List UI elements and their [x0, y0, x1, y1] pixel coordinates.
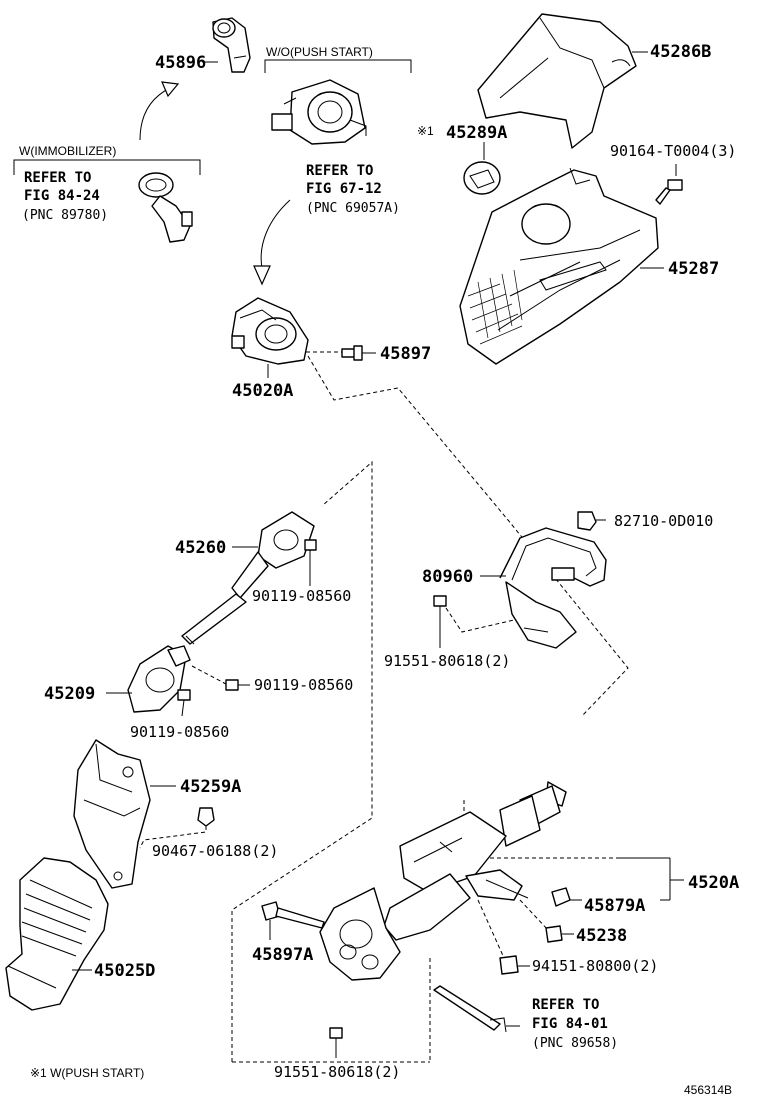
- arrow-down-curve: [260, 199, 291, 269]
- bolt-45897A-drawing: [261, 901, 325, 929]
- screw-91551-a-drawing: [433, 595, 447, 634]
- label-80960: 80960: [422, 567, 473, 587]
- label-45259A: 45259A: [180, 777, 241, 797]
- part-4520A-drawing: [319, 781, 567, 981]
- label-90467: 90467-06188(2): [152, 842, 278, 860]
- bolt-90119-c-drawing: [177, 689, 191, 717]
- nut-94151-drawing: [499, 955, 519, 975]
- nut-45238-drawing: [545, 925, 563, 943]
- arrow-up-head: [161, 81, 180, 98]
- ref-push-start-line1: REFER TO: [306, 163, 373, 179]
- label-45287: 45287: [668, 259, 719, 279]
- part-45289A-drawing: [463, 161, 501, 195]
- part-45025D-drawing: [5, 857, 109, 1011]
- part-45260-drawing: [181, 511, 315, 645]
- bolt-90119-b-drawing: [225, 679, 239, 691]
- label-94151: 94151-80800(2): [532, 957, 658, 975]
- part-80960-drawing: [499, 527, 607, 649]
- ref-immobilizer-line3: (PNC 89780): [22, 208, 108, 223]
- ignition-switch-drawing: [271, 79, 367, 145]
- label-45286B: 45286B: [650, 42, 711, 62]
- group-label-immobilizer: W(IMMOBILIZER): [19, 144, 116, 158]
- label-90119-c: 90119-08560: [130, 723, 229, 741]
- ref-push-start-line3: (PNC 69057A): [306, 201, 400, 216]
- label-91551-b: 91551-80618(2): [274, 1063, 400, 1081]
- group-label-wo-push-start: W/O(PUSH START): [266, 45, 373, 59]
- diagram-id: 456314B: [684, 1083, 732, 1097]
- part-45020A-drawing: [231, 297, 309, 365]
- bolt-45897-drawing: [341, 345, 363, 361]
- part-45259A-drawing: [73, 739, 151, 889]
- mark-45289A: ※1: [417, 124, 434, 138]
- label-90164: 90164-T0004(3): [610, 142, 736, 160]
- label-45209: 45209: [44, 684, 95, 704]
- ref-lower-line2: FIG 84-01: [532, 1016, 608, 1032]
- lower-bracket-drawing: [433, 985, 507, 1033]
- bolt-90119-a-drawing: [304, 539, 317, 572]
- label-45289A: 45289A: [446, 123, 507, 143]
- clip-90467-drawing: [197, 807, 215, 827]
- label-90119-b: 90119-08560: [254, 676, 353, 694]
- part-45896-drawing: [212, 17, 251, 73]
- label-45896: 45896: [155, 53, 206, 73]
- ref-immobilizer-line2: FIG 84-24: [24, 188, 100, 204]
- ref-immobilizer-line1: REFER TO: [24, 170, 91, 186]
- ref-lower-line3: (PNC 89658): [532, 1036, 618, 1051]
- arrow-down-head: [253, 265, 271, 286]
- label-45897A: 45897A: [252, 945, 313, 965]
- screw-91551-b-drawing: [329, 1027, 343, 1058]
- label-45879A: 45879A: [584, 896, 645, 916]
- label-4520A: 4520A: [688, 873, 739, 893]
- ref-lower-line1: REFER TO: [532, 997, 599, 1013]
- label-45897: 45897: [380, 344, 431, 364]
- part-45287-drawing: [459, 167, 659, 365]
- label-91551-a: 91551-80618(2): [384, 652, 510, 670]
- immobilizer-coil-drawing: [138, 172, 193, 243]
- label-45020A: 45020A: [232, 381, 293, 401]
- arrow-up-curve: [139, 87, 171, 141]
- nut-45879A-drawing: [551, 887, 571, 907]
- label-45238: 45238: [576, 926, 627, 946]
- part-82710-drawing: [577, 511, 606, 531]
- footnote: ※1 W(PUSH START): [30, 1066, 144, 1080]
- ref-push-start-line2: FIG 67-12: [306, 181, 382, 197]
- label-45025D: 45025D: [94, 961, 155, 981]
- screw-90164-drawing: [655, 179, 683, 205]
- part-45209-drawing: [127, 645, 191, 713]
- part-45286B-drawing: [477, 13, 637, 149]
- label-90119-a: 90119-08560: [252, 587, 351, 605]
- label-82710: 82710-0D010: [614, 512, 713, 530]
- label-45260: 45260: [175, 538, 226, 558]
